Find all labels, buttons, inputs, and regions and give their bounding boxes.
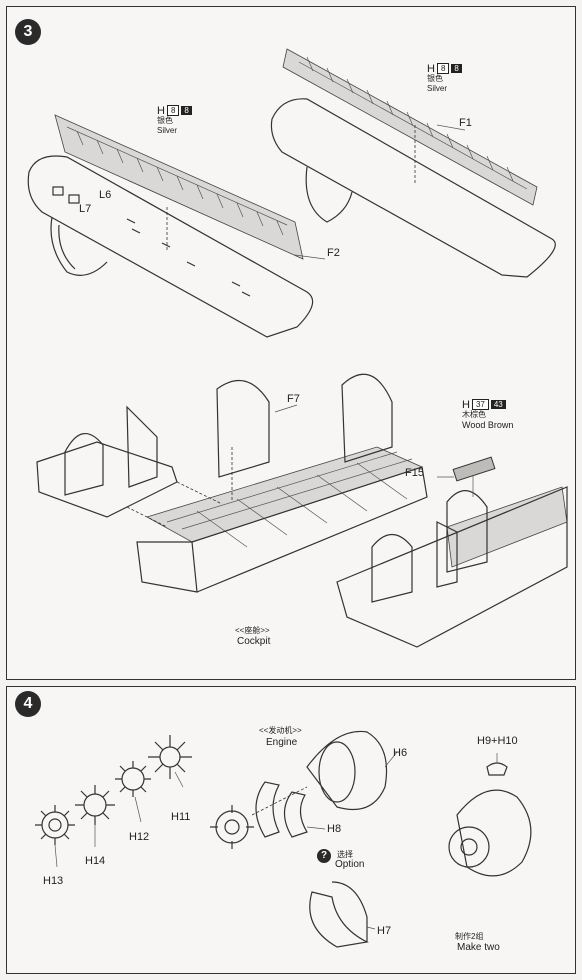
step-3-diagram [27,48,568,648]
engine-ring-h8 [255,781,326,838]
part-label-l6: L6 [99,189,112,201]
engine-h12-part [115,761,151,823]
paint-code-alt: 8 [451,64,462,73]
part-label-h12: H12 [129,831,150,843]
step-number-badge: 4 [15,691,41,717]
engine-cowl-h6 [306,730,398,811]
part-label-h13: H13 [43,875,64,887]
paint-code: 8 [436,63,450,74]
option-question-icon: ? [317,849,331,863]
part-label-h7: H7 [377,925,392,937]
make-two-en: Make two [457,942,500,953]
engine-core-assembly [210,786,308,849]
fuselage-left-assembly [27,114,326,338]
paint-code-alt: 43 [490,400,506,409]
paint-code: 8 [166,105,180,116]
engine-caption-cn: <<发动机>> [259,726,302,735]
paint-name-cn: 木棕色 [462,410,486,419]
step-4-panel: 4 [6,686,576,974]
assembled-cockpit-view [336,456,568,648]
part-label-h14: H14 [85,855,106,867]
paint-name-en: Silver [427,84,448,93]
cockpit-caption-cn: <<座舱>> [235,626,270,635]
part-label-f2: F2 [327,247,340,259]
part-label-l7: L7 [79,203,92,215]
engine-ring-h7-option [309,881,376,948]
part-label-h6: H6 [393,747,408,759]
engine-h11-part [148,735,192,788]
paint-code: 37 [471,399,489,410]
cockpit-caption-en: Cockpit [237,636,271,647]
option-caption-en: Option [335,859,365,870]
paint-name-en: Silver [157,126,178,135]
part-label-f1: F1 [459,117,472,129]
make-two-cn: 制作2组 [455,932,484,941]
step-number-badge: 3 [15,19,41,45]
part-label-h9-h10: H9+H10 [477,735,518,747]
paint-name-cn: 银色 [157,116,173,125]
paint-name-en: Wood Brown [462,420,514,430]
paint-name-cn: 银色 [427,74,443,83]
part-label-f7: F7 [287,393,300,405]
engine-h13-part [35,805,75,868]
engine-h14-part [75,785,115,847]
paint-letter: H [157,104,165,117]
part-label-h8: H8 [327,823,342,835]
completed-engine-view [448,753,532,877]
step-4-diagram [35,730,532,948]
paint-letter: H [462,398,470,411]
cockpit-floor-assembly [36,373,428,593]
option-caption-cn: 选择 [337,850,353,859]
engine-caption-en: Engine [266,737,298,748]
fuselage-right-assembly [270,48,556,278]
step-3-panel: 3 [6,6,576,680]
paint-letter: H [427,62,435,75]
paint-code-alt: 8 [181,106,192,115]
part-label-f15: F15 [405,467,424,479]
part-label-h11: H11 [171,811,191,823]
